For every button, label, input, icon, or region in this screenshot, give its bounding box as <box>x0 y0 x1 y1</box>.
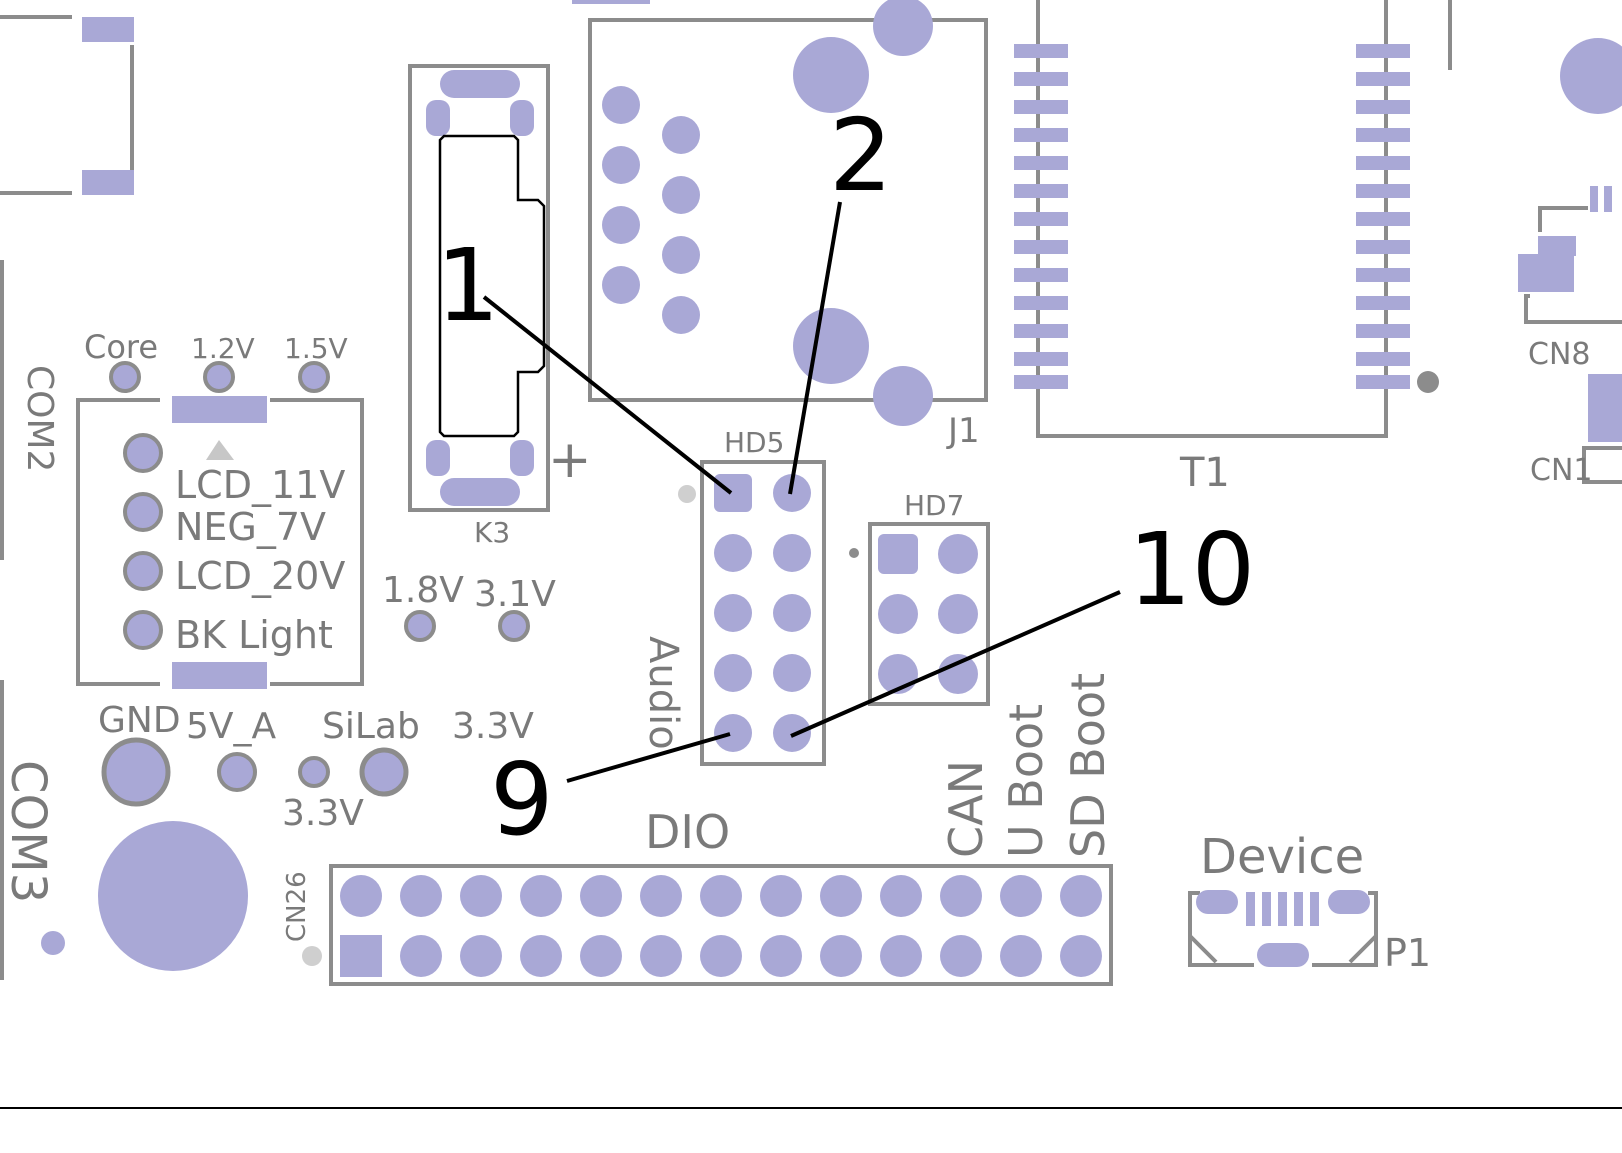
lcd-20v-label: LCD_20V <box>175 554 345 598</box>
cn8-connector: CN8 <box>1518 186 1622 372</box>
sdboot-label: SD Boot <box>1061 673 1115 858</box>
core-label: Core <box>84 328 158 366</box>
k3-label: K3 <box>474 516 510 549</box>
5v-a-label: 5V_A <box>186 706 277 747</box>
callout-1: 1 <box>436 227 733 495</box>
callout-1-label: 1 <box>436 227 500 344</box>
callout-2-label: 2 <box>829 97 893 214</box>
cn1-connector: CN1 <box>1530 374 1622 488</box>
t1-left-pins <box>1014 44 1068 389</box>
neg-7v-label: NEG_7V <box>175 505 326 549</box>
t1-transformer: T1 <box>1014 0 1439 496</box>
hd5-header: HD5 Audio <box>640 426 826 766</box>
hd7-label: HD7 <box>904 489 964 522</box>
v31-label: 3.1V <box>474 574 556 615</box>
top-left-component <box>0 15 134 195</box>
t1-right-pins <box>1356 44 1410 389</box>
v12-label: 1.2V <box>191 332 255 365</box>
cn26-top-row <box>340 875 1102 917</box>
hd7-header: HD7 <box>849 489 990 706</box>
test-points-core: Core 1.2V 1.5V <box>84 328 348 393</box>
com2-connector: COM2 <box>0 260 60 560</box>
j1-label: J1 <box>946 411 980 451</box>
com2-label: COM2 <box>19 365 60 472</box>
com3-connector: COM3 <box>0 680 65 980</box>
v15-label: 1.5V <box>284 332 348 365</box>
gnd-label: GND <box>98 700 181 741</box>
com3-label: COM3 <box>0 760 56 903</box>
can-label: CAN <box>939 760 993 858</box>
dio-label: DIO <box>645 805 730 859</box>
t1-label: T1 <box>1179 450 1230 496</box>
3v3-label-top: 3.3V <box>452 706 534 747</box>
p1-label: P1 <box>1384 931 1431 975</box>
cn26-dio-header: CN26 DIO <box>282 673 1115 986</box>
hd5-label: HD5 <box>724 426 784 459</box>
cn8-label: CN8 <box>1528 337 1590 372</box>
lcd-11v-label: LCD_11V <box>175 463 345 507</box>
cn1-label: CN1 <box>1530 453 1592 488</box>
p1-usb-connector: Device P1 <box>1188 829 1431 975</box>
bk-light-label: BK Light <box>175 613 333 657</box>
callout-9: 9 <box>490 732 731 858</box>
power-test-points: GND 5V_A SiLab 3.3V 3.3V <box>98 700 534 971</box>
lcd-switch-block: LCD_11V NEG_7V LCD_20V BK Light <box>76 396 364 689</box>
test-points-mid: 1.8V 3.1V <box>382 570 556 642</box>
device-label: Device <box>1200 829 1364 885</box>
audio-label: Audio <box>640 636 686 750</box>
callout-9-label: 9 <box>490 741 554 858</box>
callout-10-label: 10 <box>1128 511 1255 628</box>
cn26-label: CN26 <box>282 871 312 942</box>
k3-component: + K3 <box>408 64 592 549</box>
uboot-label: U Boot <box>999 704 1053 858</box>
j1-connector: J1 <box>588 0 988 451</box>
silab-label: SiLab <box>322 706 420 747</box>
v18-label: 1.8V <box>382 570 464 611</box>
cn26-bottom-row <box>340 935 1102 977</box>
callout-2: 2 <box>788 97 893 495</box>
callout-10: 10 <box>790 511 1255 738</box>
plus-symbol: + <box>548 430 592 490</box>
3v3-label-bottom: 3.3V <box>282 793 364 834</box>
